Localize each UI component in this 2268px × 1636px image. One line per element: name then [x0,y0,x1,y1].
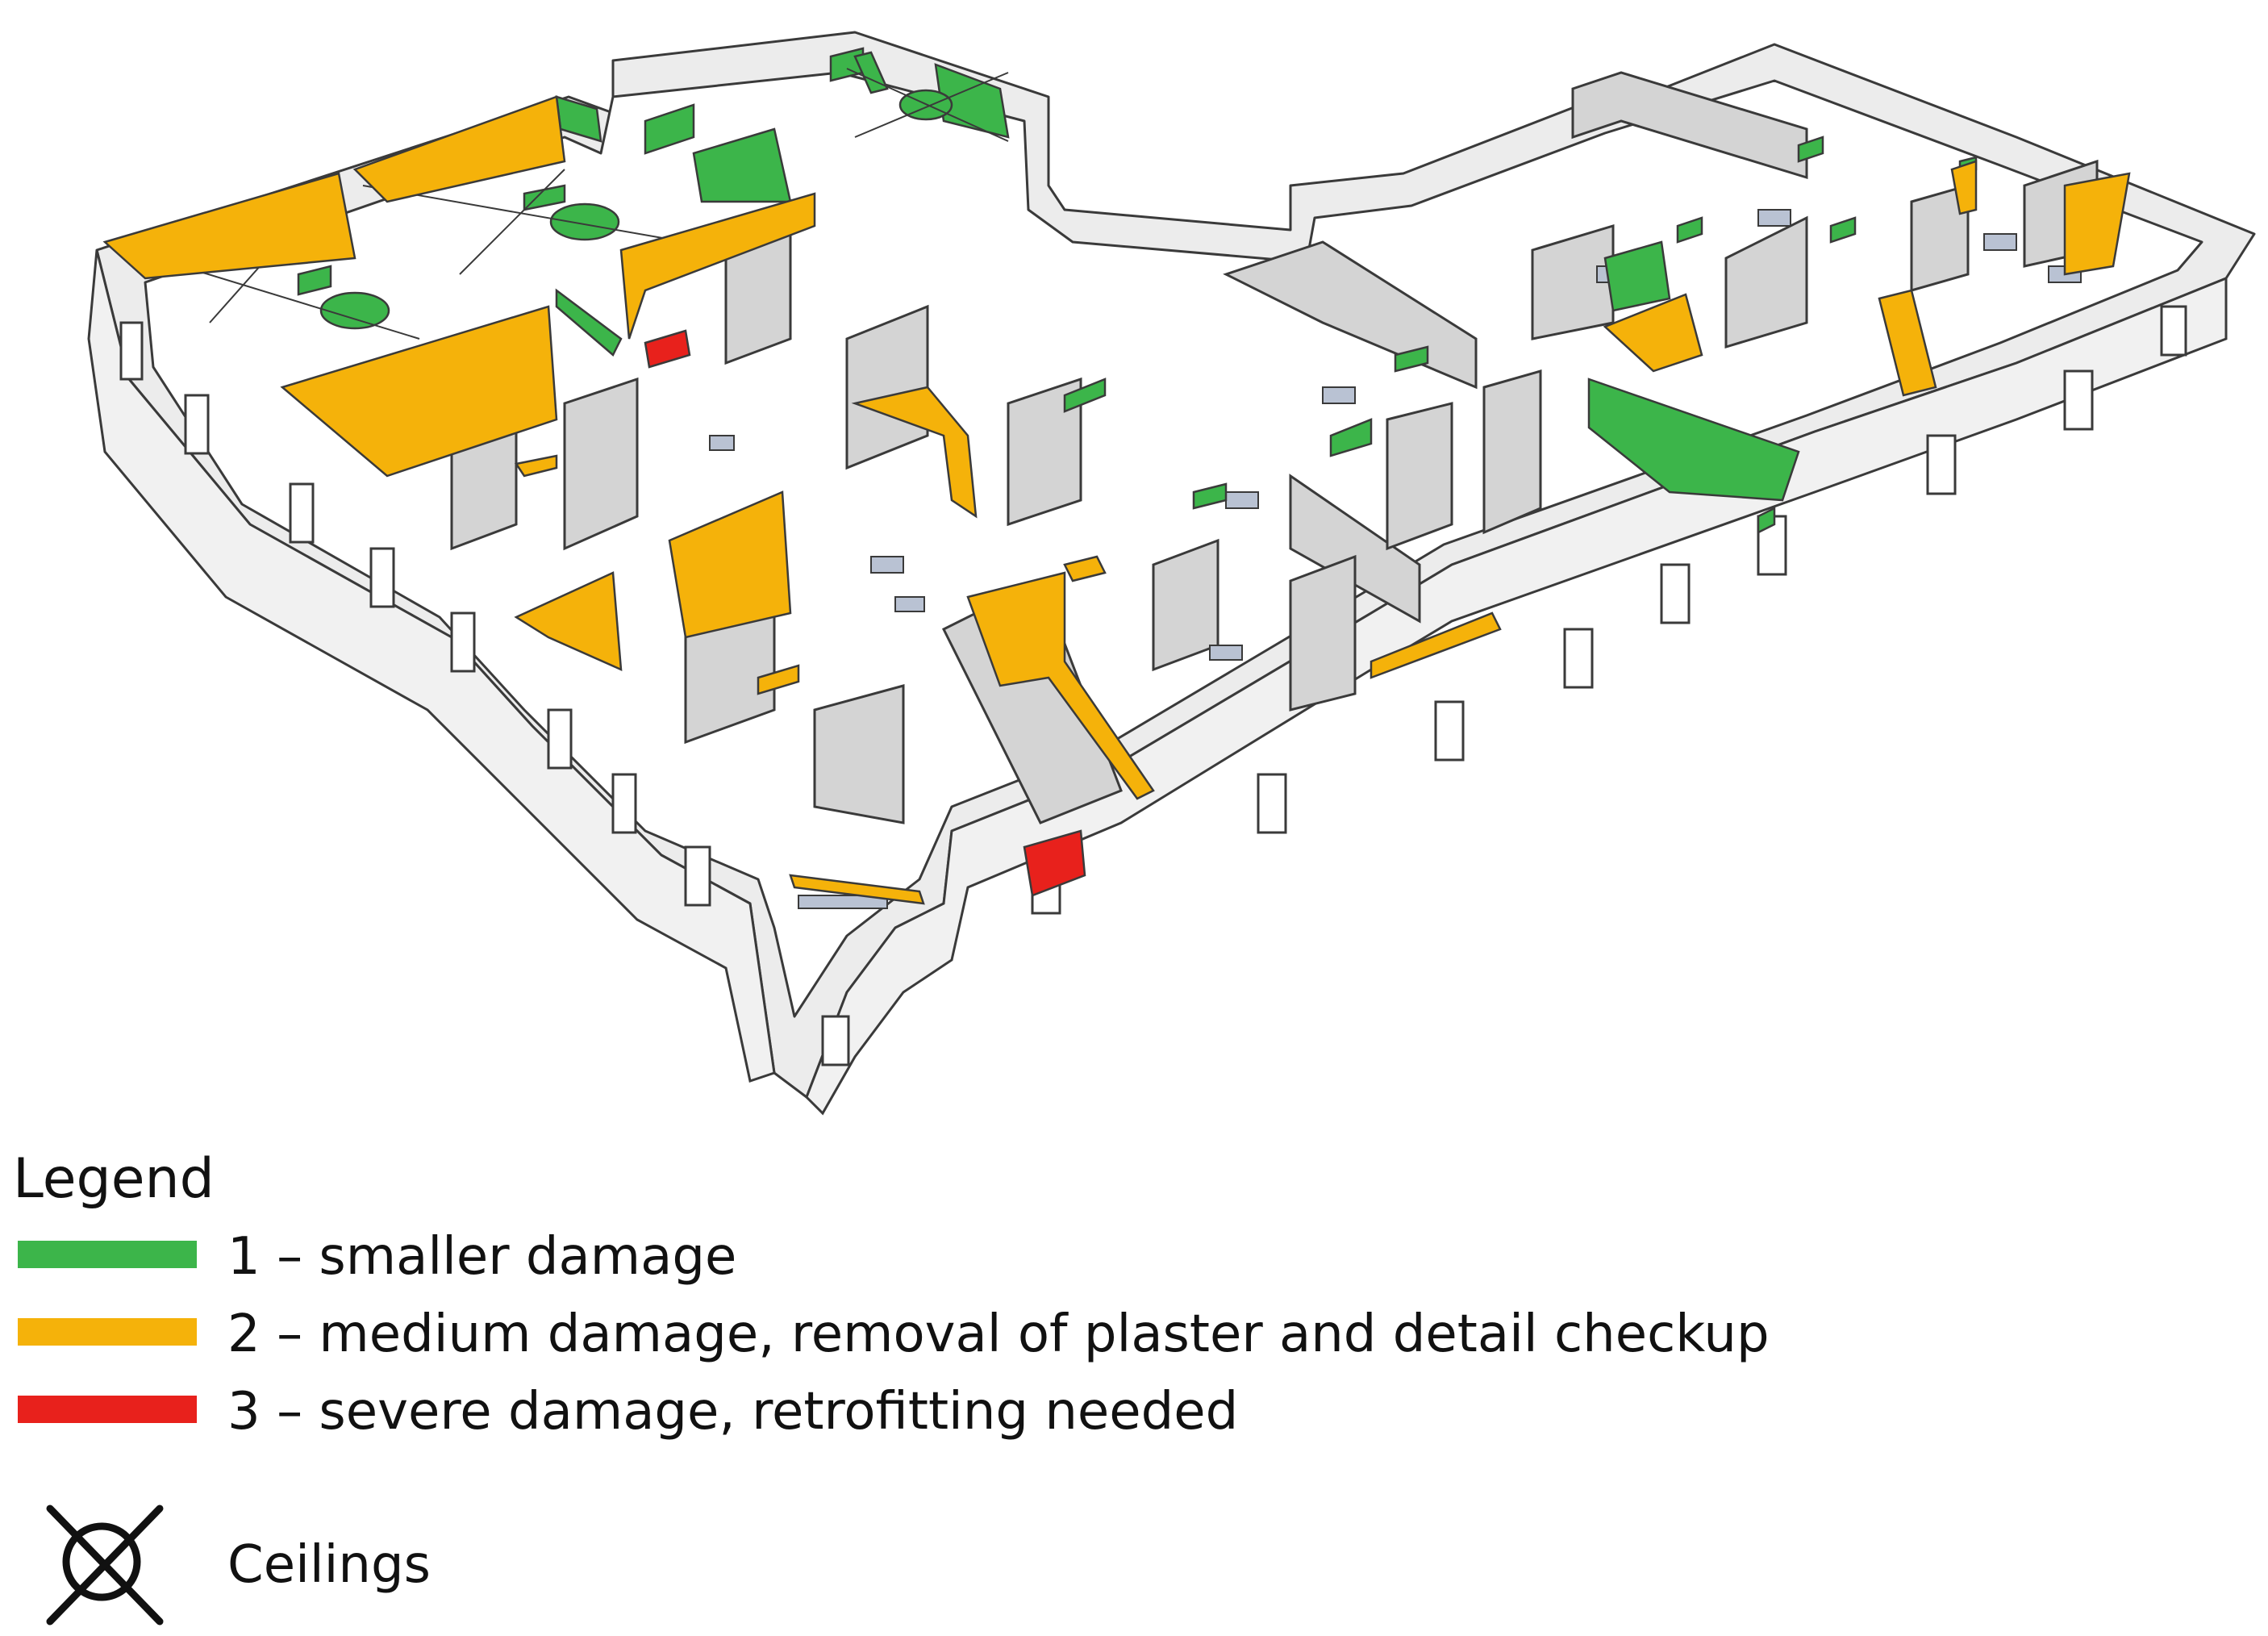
lintel [798,895,888,909]
lintel [894,596,925,612]
damage-1-wall [297,265,332,296]
window [1434,700,1465,762]
legend-item-medium-damage: 2 – medium damage, removal of plaster an… [0,1308,2016,1381]
damage-1-wall [1603,240,1671,312]
damage-1-wall [1676,216,1703,244]
interior-wall [1571,71,1808,180]
damage-1-wall [523,184,566,211]
legend: Legend 1 – smaller damage 2 – medium dam… [0,1129,2268,1636]
window [1257,773,1287,834]
damage-1-wall [1329,418,1373,457]
red-swatch [18,1396,197,1423]
interior-wall [1289,554,1357,712]
interior-wall [563,377,639,551]
damage-2-wall [514,454,558,478]
damage-2-wall [1370,611,1502,679]
legend-item-label: 3 – severe damage, retrofitting needed [227,1382,1239,1442]
window [1926,434,1957,495]
legend-ceilings-label: Ceilings [227,1535,431,1595]
lintel [870,556,904,574]
lintels [709,209,2082,909]
damage-1-wall [1192,482,1228,510]
damage-1-wall [1587,378,1800,502]
damage-3-wall [1023,829,1086,897]
lintel [1983,233,2017,251]
damage-2-wall [352,95,566,203]
window [547,708,573,770]
interior-wall [1152,538,1219,672]
damage-1-wall [1829,216,1857,244]
window [2160,305,2187,357]
damage-1-wall [1757,506,1776,535]
legend-item-smaller-damage: 1 – smaller damage [0,1231,2016,1304]
damage-1-ceiling [549,202,620,241]
window [184,394,210,455]
window [289,482,315,544]
outer-wall-face-front [805,276,2228,1116]
damage-2-wall [789,874,925,905]
ceiling-symbol-icon [46,1505,164,1626]
damage-1-ceiling [319,291,390,330]
window [119,321,144,381]
window [821,1015,850,1066]
damage-1-wall [644,103,695,155]
interior-wall [1482,369,1542,535]
damage-1-wall [1394,345,1429,373]
window [450,611,476,673]
legend-item-label: 1 – smaller damage [227,1227,737,1287]
interior-wall [1289,474,1421,624]
damage-2-wall [966,571,1155,800]
damage-2-wall [2063,172,2131,276]
interior-walls [450,71,2099,824]
lintel [1757,209,1791,227]
ceiling-line [846,68,1009,142]
damage-1-wall [1063,378,1107,413]
window [684,845,711,907]
window [611,773,637,834]
window [369,547,395,608]
building-damage-model [87,31,2256,1116]
lintel [709,435,735,451]
damage-1-wall [555,288,623,357]
window [1563,628,1594,689]
damage-2-wall [1878,289,1937,397]
window [1660,563,1691,624]
interior-wall [1724,215,1808,349]
interior-wall [845,304,929,470]
damage-class-3 [644,329,1086,897]
damage-2-wall [757,664,800,695]
damage-2-wall [668,490,792,639]
interior-wall [1386,402,1453,551]
green-swatch [18,1241,197,1268]
legend-item-label: 2 – medium damage, removal of plaster an… [227,1304,1770,1364]
ceiling-line [459,169,565,275]
damage-2-wall [514,571,623,671]
damage-2-wall [1950,160,1978,215]
orange-swatch [18,1318,197,1346]
damage-2-wall [1603,293,1703,373]
legend-item-severe-damage: 3 – severe damage, retrofitting needed [0,1386,2016,1459]
interior-wall [813,684,905,824]
ceiling-line [854,72,1009,138]
interior-wall [1910,184,1970,292]
damage-2-wall [619,192,816,340]
lintel [1209,645,1243,661]
damage-2-wall [102,172,356,280]
window [2063,369,2094,431]
damage-2-wall [851,386,978,519]
lintel [1322,386,1356,404]
damage-3-wall [644,329,691,369]
damage-2-wall [1063,555,1107,582]
lintel [1225,491,1259,509]
damage-1-wall [1797,136,1824,163]
damage-2-wall [280,305,558,478]
legend-title: Legend [13,1147,215,1211]
damage-class-2 [102,95,2131,905]
interior-wall [1007,377,1082,527]
